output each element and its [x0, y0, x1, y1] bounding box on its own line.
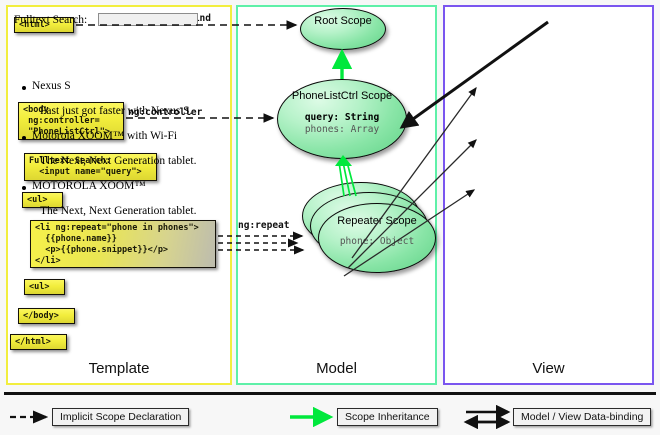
scope-phonelistctrl-prop-query: query: String: [304, 111, 380, 123]
view-phone-name: Nexus S: [32, 80, 71, 92]
view-search-input[interactable]: [98, 13, 198, 26]
scope-phonelistctrl: PhoneListCtrl Scope query: String phones…: [277, 79, 407, 159]
scope-repeater-prop-phone: phone: Object: [339, 235, 415, 247]
scope-root-title: Root Scope: [314, 15, 372, 27]
panel-label-model: Model: [316, 360, 357, 377]
code-box-li-repeat: <li ng:repeat="phone in phones"> {{phone…: [30, 220, 216, 268]
scope-phonelistctrl-prop-phones: phones: Array: [304, 123, 380, 135]
view-phone-snippet: The Next, Next Generation tablet.: [40, 205, 197, 217]
connector-label-controller: ng:controller: [128, 107, 203, 118]
view-phone-name: Motorola XOOM™ with Wi-Fi: [32, 130, 178, 142]
view-bullet-icon: [22, 186, 26, 190]
code-box-html-close: </html>: [10, 334, 67, 350]
panel-view: View: [443, 5, 654, 385]
code-box-ul-open: <ul>: [22, 192, 63, 208]
scope-repeater: Repeater Scope phone: Object: [318, 203, 436, 273]
view-search-label: Fulltext Search:: [14, 14, 88, 26]
code-box-body-close: </body>: [18, 308, 75, 324]
code-box-ul-close: <ul>: [24, 279, 65, 295]
view-phone-name: MOTOROLA XOOM™: [32, 180, 146, 192]
legend-item-model-view-data-binding: Model / View Data-binding: [513, 408, 652, 426]
code-box-fulltext-search: Fulltext Search: <input name="query">: [24, 153, 157, 181]
panel-label-template: Template: [88, 360, 150, 377]
legend-divider: [4, 392, 656, 395]
legend-item-implicit-scope-declaration: Implicit Scope Declaration: [52, 408, 190, 426]
view-phone-snippet: Fast just got faster with Nexus S.: [40, 105, 193, 117]
code-box-body-open: <body ng:controller= "PhoneListCtrl">: [18, 102, 124, 140]
code-box-html-open: <html>: [14, 17, 74, 33]
scope-repeater-title: Repeater Scope: [337, 215, 417, 227]
legend-item-scope-inheritance: Scope Inheritance: [337, 408, 438, 426]
view-phone-snippet: The Next, Next Generation tablet.: [40, 155, 197, 167]
connector-label-repeat: ng:repeat: [238, 220, 290, 231]
view-bullet-icon: [22, 136, 26, 140]
scope-phonelistctrl-title: PhoneListCtrl Scope: [291, 90, 393, 102]
scope-root: Root Scope: [300, 8, 386, 50]
view-bullet-icon: [22, 86, 26, 90]
panel-label-view: View: [532, 360, 565, 377]
